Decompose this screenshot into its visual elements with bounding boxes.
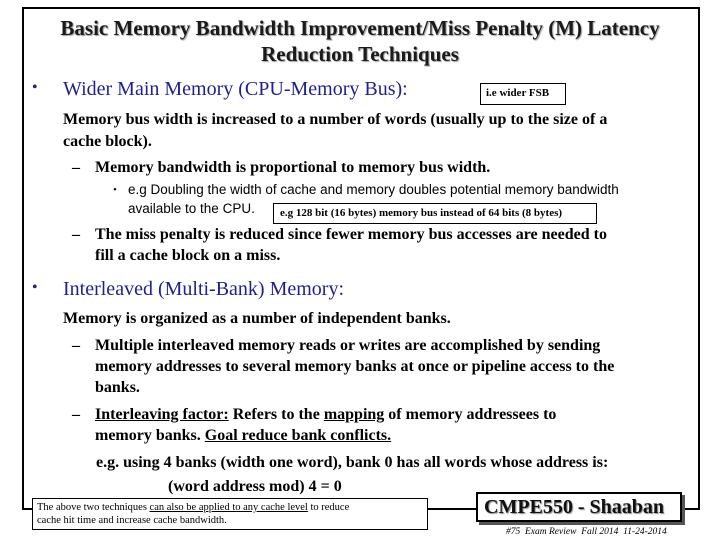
- bus-width-callout-box: e.g 128 bit (16 bytes) memory bus instea…: [273, 203, 597, 224]
- footer-date: 11-24-2014: [623, 527, 667, 537]
- bullet-2-desc: Memory is organized as a number of indep…: [63, 310, 451, 327]
- mapping-term: mapping: [323, 406, 385, 423]
- bullet-1-desc-line2: cache block).: [63, 133, 152, 150]
- course-brand-box: CMPE550 - Shaaban: [476, 492, 682, 522]
- bullet-1-sub-line2: available to the CPU.: [128, 201, 255, 216]
- bullet-2-dash-1-line3: banks.: [95, 379, 140, 396]
- interleaving-text-b: of memory addressees to: [384, 406, 557, 423]
- footer-course: Exam Review: [525, 527, 577, 537]
- slide-title-line1: Basic Memory Bandwidth Improvement/Miss …: [60, 16, 660, 40]
- slide-title-line2: Reduction Techniques: [261, 42, 459, 66]
- bullet-1-desc-line1: Memory bus width is increased to a numbe…: [63, 111, 608, 128]
- bullet-2-dash-2-marker: –: [72, 406, 80, 423]
- footnote-line2: cache hit time and increase cache bandwi…: [37, 515, 227, 526]
- bullet-1-dash-2-line1: The miss penalty is reduced since fewer …: [95, 226, 607, 243]
- interleaving-text-a: Refers to the: [228, 406, 324, 423]
- footnote-text-b: to reduce: [307, 502, 350, 513]
- slide-number: #75: [506, 527, 521, 537]
- footer-info: #75 Exam Review Fall 2014 11-24-2014: [506, 527, 667, 537]
- bullet-1-dash-2-marker: –: [72, 226, 80, 243]
- bullet-2-dash-1-line2: memory addresses to several memory banks…: [95, 358, 615, 375]
- course-brand: CMPE550 - Shaaban: [484, 496, 665, 518]
- footnote-box: The above two techniques can also be app…: [32, 498, 428, 530]
- bullet-1-heading: Wider Main Memory (CPU-Memory Bus):: [63, 78, 408, 100]
- bullet-1-dash-1-marker: –: [72, 159, 80, 176]
- bus-width-callout: e.g 128 bit (16 bytes) memory bus instea…: [280, 207, 563, 219]
- footnote-underlined: can also be applied to any cache level: [149, 502, 308, 513]
- footer-term: Fall 2014: [581, 527, 619, 537]
- example-line2: (word address mod) 4 = 0: [168, 478, 342, 495]
- wider-fsb-callout: i.e wider FSB: [486, 87, 550, 99]
- footnote-text-a: The above two techniques: [37, 502, 150, 513]
- interleaving-factor-label: Interleaving factor:: [95, 406, 229, 423]
- wider-fsb-callout-box: i.e wider FSB: [480, 83, 566, 105]
- bullet-2-dash-2-line1: Interleaving factor: Refers to the mappi…: [95, 406, 556, 424]
- bullet-1-dash-2-line2: fill a cache block on a miss.: [95, 247, 281, 264]
- bullet-2-heading: Interleaved (Multi-Bank) Memory:: [63, 278, 345, 300]
- bullet-2-marker: •: [32, 279, 38, 296]
- memory-banks-text: memory banks.: [95, 427, 205, 444]
- goal-text: Goal reduce bank conflicts.: [204, 427, 392, 444]
- bullet-1-sub-marker: •: [113, 184, 117, 196]
- bullet-2-dash-1-line1: Multiple interleaved memory reads or wri…: [95, 337, 601, 354]
- bullet-1-marker: •: [32, 79, 38, 96]
- bullet-1-sub-line1: e.g Doubling the width of cache and memo…: [128, 182, 619, 197]
- bullet-1-dash-1: Memory bandwidth is proportional to memo…: [95, 159, 491, 176]
- bullet-2-dash-1-marker: –: [72, 337, 80, 354]
- bullet-2-dash-2-line2: memory banks. Goal reduce bank conflicts…: [95, 427, 391, 445]
- footnote-line1: The above two techniques can also be app…: [37, 502, 349, 513]
- example-line1: e.g. using 4 banks (width one word), ban…: [96, 454, 609, 471]
